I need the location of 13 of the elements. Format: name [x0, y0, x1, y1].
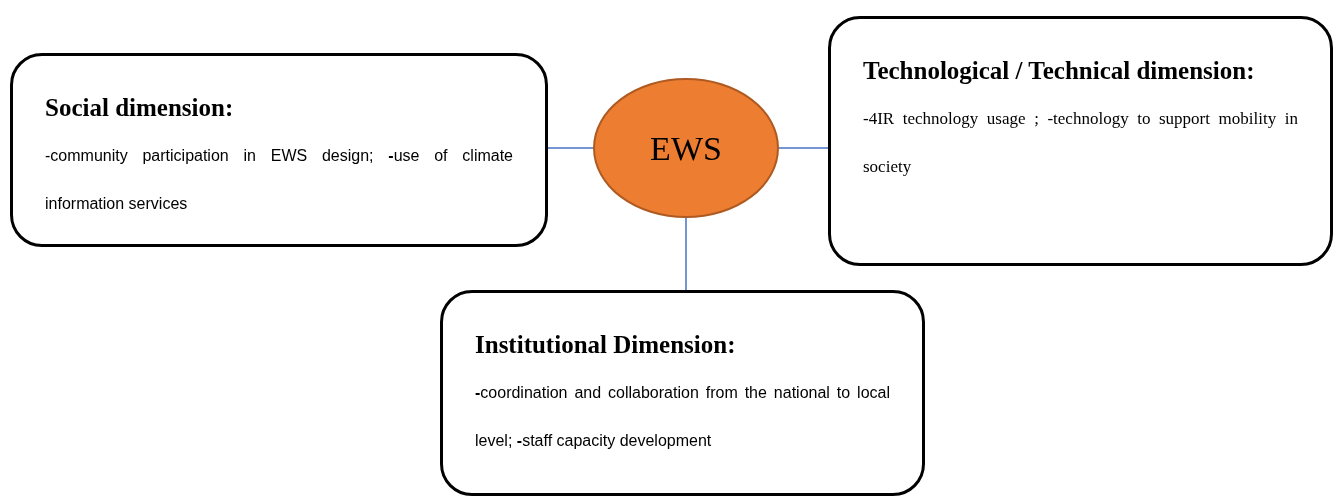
box-heading: Technological / Technical dimension:: [863, 56, 1256, 86]
connector-line: [778, 147, 829, 149]
connector-line: [685, 217, 687, 291]
box-body-text: -community participation in EWS design; -use of climate information services: [45, 146, 513, 214]
dimension-box: [10, 53, 548, 247]
box-heading: Social dimension:: [45, 93, 235, 123]
dimension-box: [440, 290, 925, 496]
dimension-box: [828, 16, 1333, 266]
connector-line: [547, 147, 594, 149]
node-label: EWS: [650, 128, 722, 169]
box-heading: Institutional Dimension:: [475, 330, 737, 360]
box-body-text: -4IR technology usage ; -technology to support mobility in society: [863, 108, 1298, 178]
box-body-text: -coordination and collaboration from the national to local level; -staff capacity development: [475, 383, 890, 451]
